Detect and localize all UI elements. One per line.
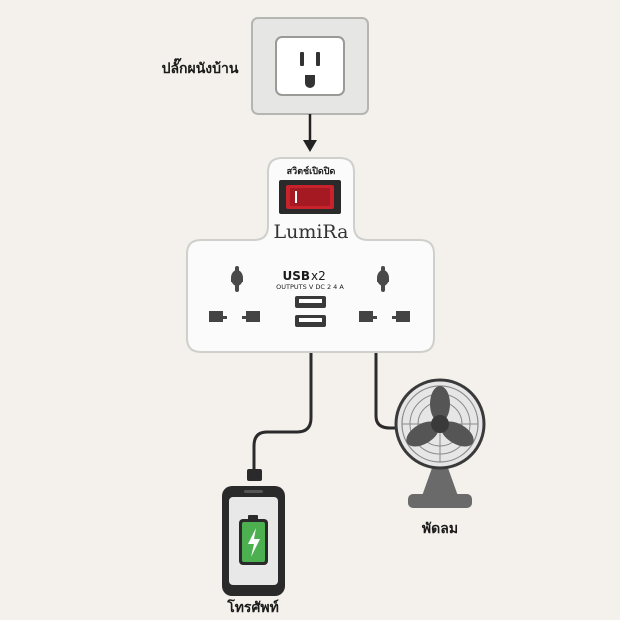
wall-socket-icon [251,17,369,115]
battery-charging-icon [239,515,268,565]
usb-count: x2 [311,269,326,283]
phone-cable [252,352,313,478]
fan-cable [374,352,402,430]
usb-port-icon [295,315,326,327]
arrow-down-icon [303,114,317,152]
universal-socket-icon [209,266,260,322]
switch-label: สวิตช์เปิดปิด [287,165,336,177]
usb-title: USB [282,269,310,283]
universal-socket-icon [359,266,410,322]
wall-outlet-label: ปลั๊กผนังบ้าน [162,57,239,77]
brand-logo: LumiRa [273,221,348,243]
rocker-switch-icon[interactable] [279,180,341,214]
phone-label: โทรศัพท์ [226,598,279,616]
usb-port-icon [295,296,326,308]
fan-label: พัดลม [422,521,458,537]
desk-fan-icon [394,378,486,508]
power-strip-body [186,157,435,353]
usb-spec: OUTPUTS V DC 2 4 A [276,283,344,291]
